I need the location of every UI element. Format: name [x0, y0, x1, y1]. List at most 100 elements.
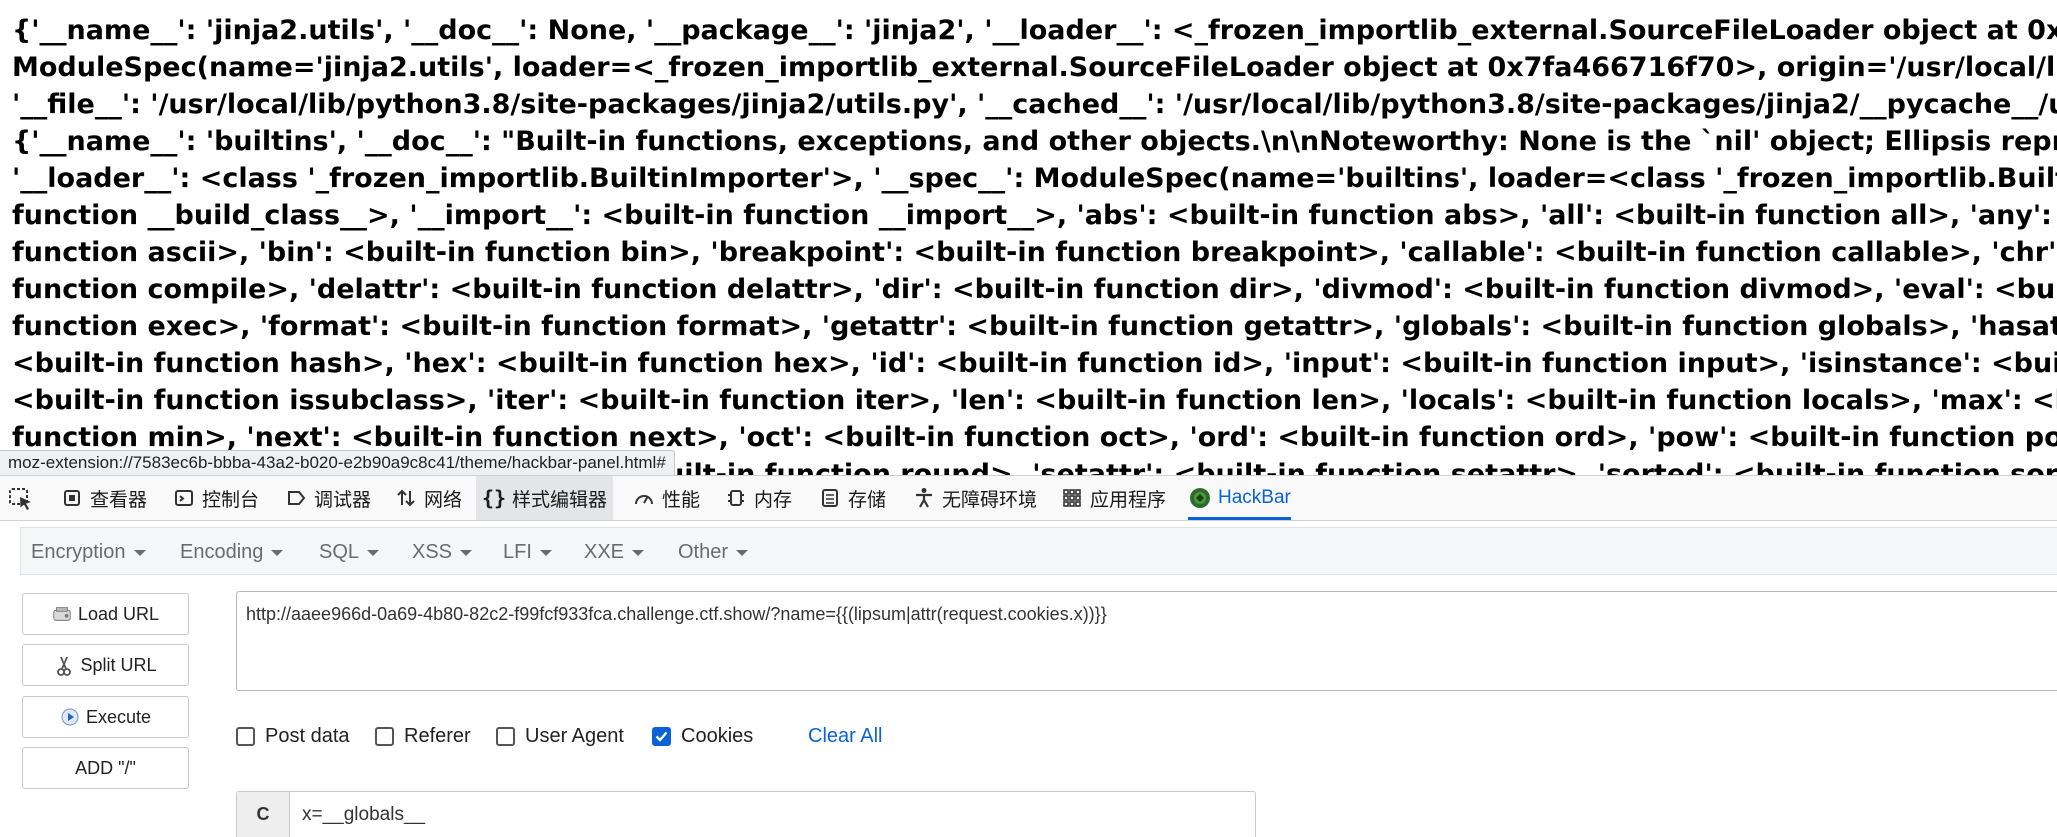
menu-encoding[interactable]: Encoding [180, 528, 284, 576]
option-label: Post data [265, 724, 350, 747]
post-data-checkbox[interactable] [236, 726, 255, 746]
tab-label: 控制台 [202, 489, 260, 511]
output-line: function ascii>, 'bin': <built-in functi… [12, 237, 2057, 268]
hackbar-panel: Encryption Encoding SQL XSS LFI XXE Othe… [0, 521, 2057, 837]
status-url: moz-extension://7583ec6b-bbba-43a2-b020-… [0, 450, 675, 476]
menu-label: Encoding [180, 541, 264, 563]
console-icon [172, 486, 196, 510]
execute-button[interactable]: Execute [22, 696, 189, 738]
tab-label: 查看器 [90, 489, 148, 511]
storage-icon [818, 486, 842, 510]
caret-down-icon [632, 549, 645, 556]
tab-memory[interactable]: 内存 [718, 476, 798, 520]
output-line: {'__name__': 'builtins', '__doc__': "Bui… [12, 126, 2057, 157]
tab-performance[interactable]: 性能 [626, 476, 706, 520]
tab-style-editor[interactable]: {} 样式编辑器 [476, 476, 614, 520]
menu-encryption[interactable]: Encryption [31, 528, 146, 576]
memory-icon [724, 486, 748, 510]
output-line: ModuleSpec(name='jinja2.utils', loader=<… [12, 52, 2057, 83]
menu-label: SQL [319, 541, 360, 563]
menu-label: Other [678, 541, 729, 563]
menu-xss[interactable]: XSS [412, 528, 473, 576]
caret-down-icon [133, 549, 146, 556]
cookie-row: C [236, 791, 1256, 837]
application-icon [1060, 486, 1084, 510]
output-line: function exec>, 'format': <built-in func… [12, 311, 2057, 342]
referer-checkbox[interactable] [375, 726, 394, 746]
tab-application[interactable]: 应用程序 [1054, 476, 1172, 520]
menu-lfi[interactable]: LFI [503, 528, 552, 576]
option-label: User Agent [525, 724, 624, 747]
output-line: <built-in function hash>, 'hex': <built-… [12, 348, 2057, 379]
caret-down-icon [271, 549, 284, 556]
menu-other[interactable]: Other [678, 528, 749, 576]
load-url-button[interactable]: Load URL [22, 593, 189, 635]
debugger-icon [284, 486, 308, 510]
cookies-checkbox[interactable] [652, 726, 671, 746]
output-line: '__file__': '/usr/local/lib/python3.8/si… [12, 89, 2057, 120]
inspector-icon [60, 486, 84, 510]
scissors-icon [54, 655, 74, 676]
add-slash-button[interactable]: ADD "/" [22, 747, 189, 789]
menu-label: Encryption [31, 541, 126, 563]
button-label: Split URL [80, 654, 157, 675]
output-line: function min>, 'next': <built-in functio… [12, 422, 2057, 453]
menu-label: XXE [584, 541, 625, 563]
caret-down-icon [460, 549, 473, 556]
output-line: function compile>, 'delattr': <built-in … [12, 274, 2057, 305]
caret-down-icon [367, 549, 380, 556]
button-label: Execute [85, 706, 152, 727]
output-line: <built-in function issubclass>, 'iter': … [12, 385, 2057, 416]
play-icon [60, 707, 80, 727]
tab-debugger[interactable]: 调试器 [278, 476, 377, 520]
option-referer[interactable]: Referer [375, 723, 471, 749]
output-line: function __build_class__>, '__import__':… [12, 200, 2052, 231]
menu-label: XSS [412, 541, 453, 563]
url-input[interactable]: http://aaee966d-0a69-4b80-82c2-f99fcf933… [236, 591, 2057, 691]
style-editor-icon: {} [481, 486, 507, 510]
devtools-toolbar: 查看器 控制台 调试器 网络 {} 样式编辑器 性能 内存 存储 无障碍环境 应… [0, 475, 2057, 521]
output-line: '__loader__': <class '_frozen_importlib.… [12, 163, 2057, 194]
split-url-button[interactable]: Split URL [22, 644, 189, 686]
option-cookies[interactable]: Cookies [652, 723, 753, 749]
user-agent-checkbox[interactable] [496, 726, 515, 746]
tab-label: 内存 [754, 489, 793, 511]
tab-label: 网络 [424, 489, 463, 511]
hackbar-menu: Encryption Encoding SQL XSS LFI XXE Othe… [20, 527, 2057, 575]
element-picker-icon[interactable] [8, 486, 34, 512]
tab-hackbar[interactable]: HackBar [1182, 476, 1297, 520]
hackbar-icon [1188, 486, 1212, 510]
tab-network[interactable]: 网络 [388, 476, 468, 520]
page-output: {'__name__': 'jinja2.utils', '__doc__': … [12, 15, 2057, 475]
option-user-agent[interactable]: User Agent [496, 723, 624, 749]
tab-label: 调试器 [314, 489, 372, 511]
menu-label: LFI [503, 541, 532, 563]
option-label: Referer [404, 724, 471, 747]
button-label: ADD "/" [75, 757, 136, 778]
tab-storage[interactable]: 存储 [812, 476, 892, 520]
accessibility-icon [912, 486, 936, 510]
cookie-tag: C [237, 792, 290, 837]
button-label: Load URL [77, 603, 160, 624]
clear-all-link[interactable]: Clear All [808, 725, 883, 747]
tab-label: 性能 [662, 489, 701, 511]
caret-down-icon [736, 549, 749, 556]
network-icon [394, 486, 418, 510]
tab-accessibility[interactable]: 无障碍环境 [906, 476, 1043, 520]
output-line: {'__name__': 'jinja2.utils', '__doc__': … [12, 15, 2057, 46]
tab-console[interactable]: 控制台 [166, 476, 265, 520]
menu-xxe[interactable]: XXE [584, 528, 645, 576]
menu-sql[interactable]: SQL [319, 528, 380, 576]
performance-icon [632, 486, 656, 510]
check-icon [655, 731, 668, 742]
tab-label: HackBar [1218, 487, 1291, 508]
tab-inspector[interactable]: 查看器 [54, 476, 153, 520]
load-url-icon [52, 604, 72, 624]
tab-label: 样式编辑器 [512, 489, 608, 511]
option-post-data[interactable]: Post data [236, 723, 350, 749]
tab-label: 存储 [848, 489, 887, 511]
caret-down-icon [539, 549, 552, 556]
option-label: Cookies [681, 724, 754, 747]
cookie-input[interactable] [296, 792, 1248, 837]
tab-label: 无障碍环境 [942, 489, 1038, 511]
